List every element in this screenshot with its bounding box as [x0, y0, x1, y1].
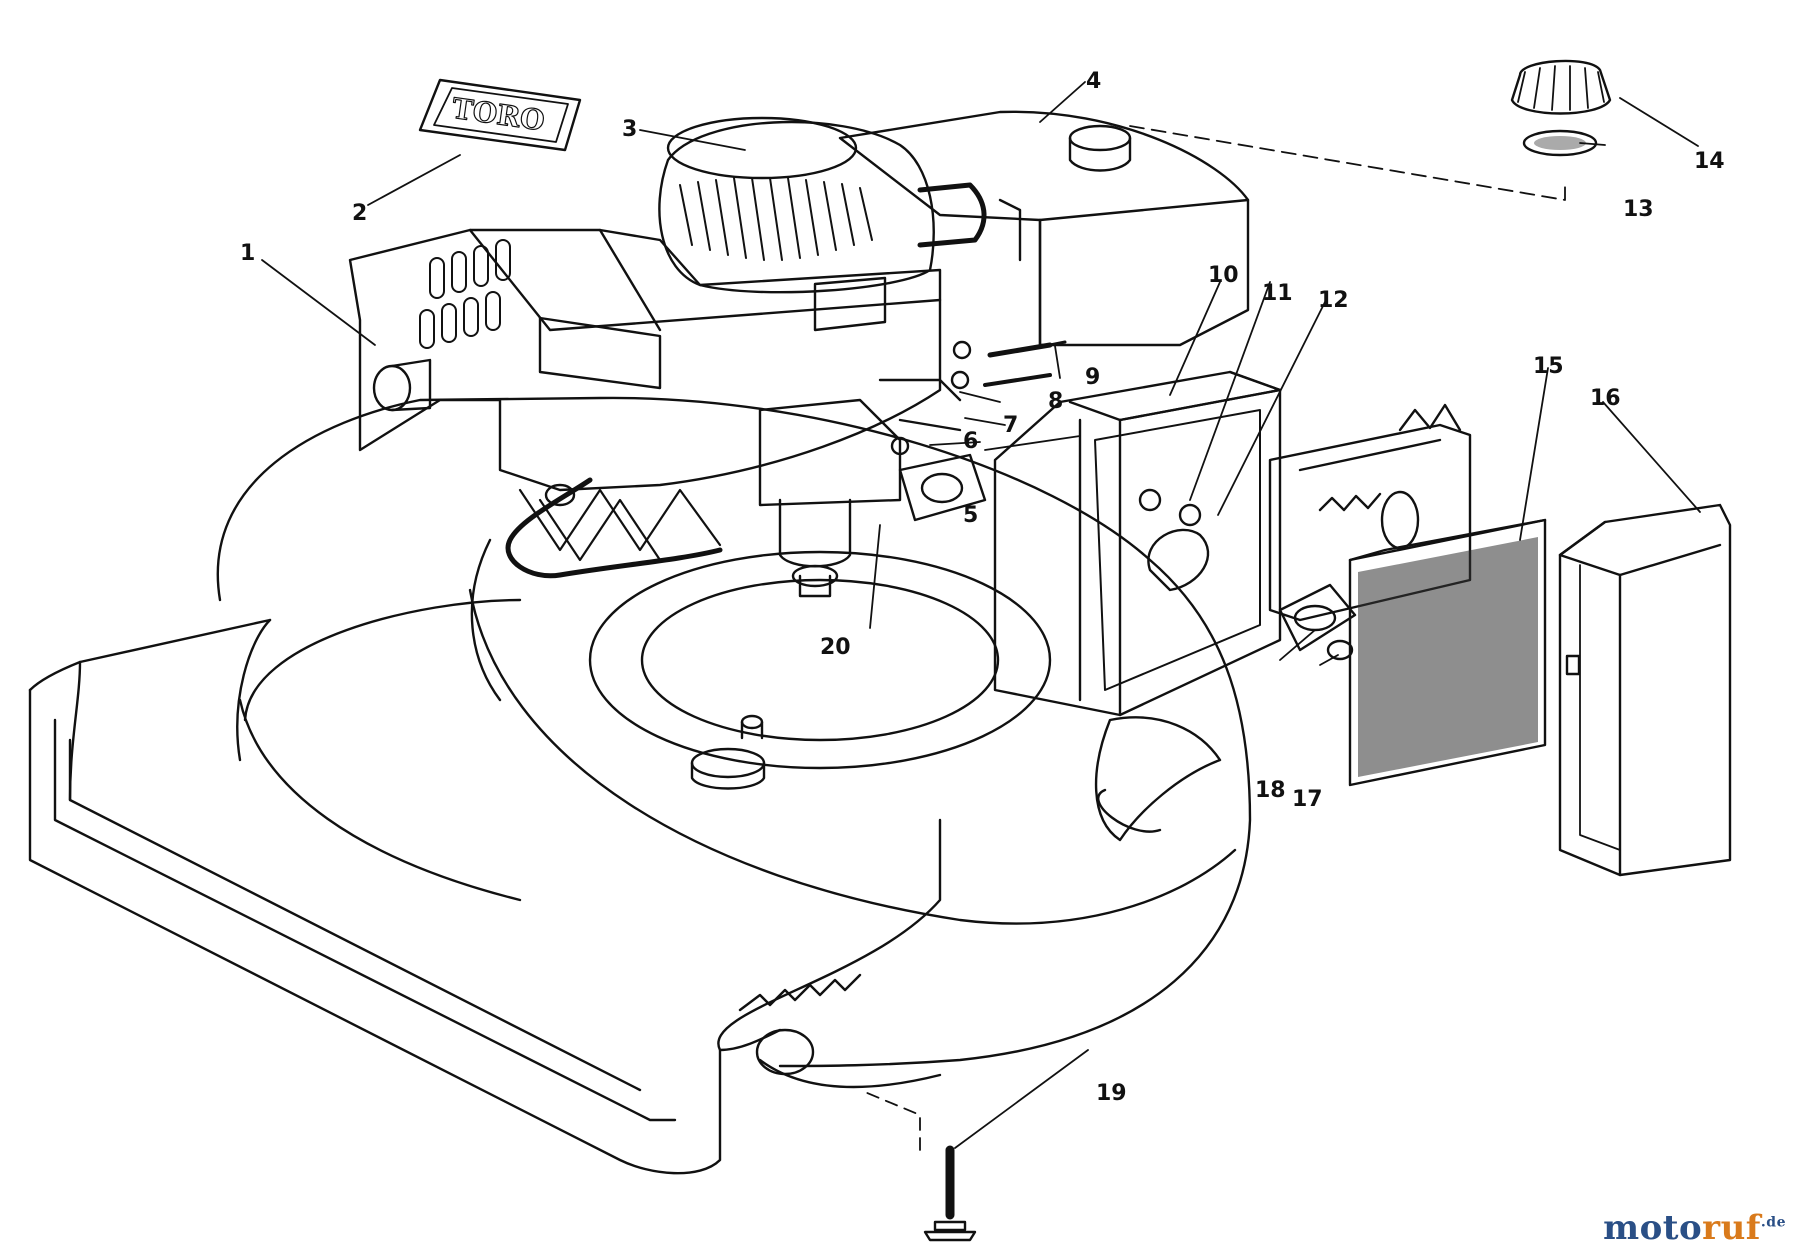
- callout-20: 20: [820, 635, 851, 660]
- callout-3: 3: [622, 117, 637, 142]
- callout-13: 13: [1623, 197, 1654, 222]
- part-callouts: 1 2 3 4 5 6 7 8 9 10 11 12 13 14 15 16 1…: [240, 69, 1725, 1106]
- watermark-part1: moto: [1603, 1208, 1703, 1248]
- engine-assembly: [348, 110, 1566, 598]
- callout-11: 11: [1262, 281, 1293, 306]
- callout-19: 19: [1096, 1081, 1127, 1106]
- mower-deck: [28, 396, 1252, 1175]
- callout-5: 5: [963, 503, 978, 528]
- toro-nameplate: TORO: [418, 78, 582, 152]
- callout-17: 17: [1292, 787, 1323, 812]
- callout-4: 4: [1086, 69, 1101, 94]
- callout-14: 14: [1694, 149, 1725, 174]
- watermark-part2: ruf: [1702, 1208, 1761, 1248]
- callout-9: 9: [1085, 365, 1100, 390]
- motoruf-watermark: motoruf.de: [1603, 1208, 1786, 1248]
- callout-2: 2: [352, 201, 367, 226]
- leader-lines: [261, 81, 1701, 1149]
- callout-16: 16: [1590, 386, 1621, 411]
- callout-6: 6: [963, 429, 978, 454]
- callout-15: 15: [1533, 354, 1564, 379]
- callout-12: 12: [1318, 288, 1349, 313]
- callout-1: 1: [240, 241, 255, 266]
- callout-7: 7: [1003, 413, 1018, 438]
- watermark-tld: .de: [1760, 1214, 1786, 1231]
- callout-18: 18: [1255, 778, 1286, 803]
- callout-8: 8: [1048, 389, 1063, 414]
- air-cleaner-assembly: [859, 59, 1732, 1242]
- callout-10: 10: [1208, 263, 1239, 288]
